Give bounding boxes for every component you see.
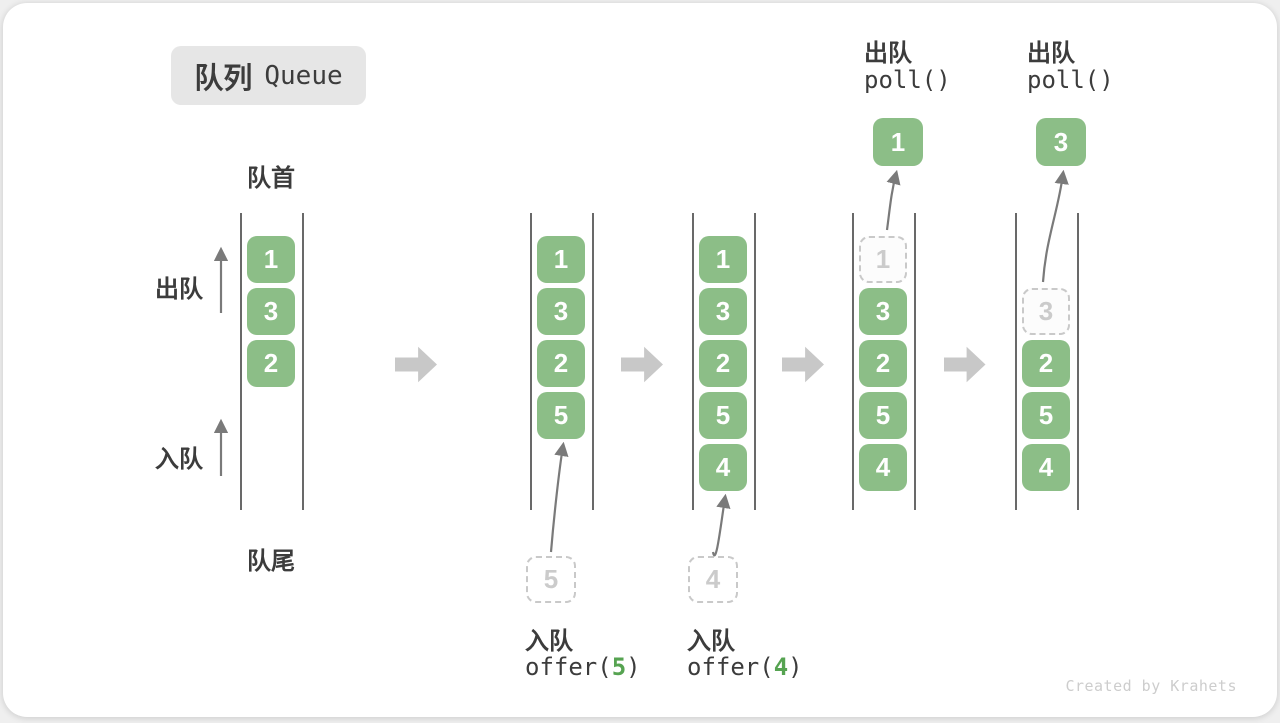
- enqueue-arg: 4: [773, 653, 789, 681]
- dequeue-side-label: 出队: [155, 276, 203, 303]
- enqueue-action-label: 入队: [687, 628, 735, 655]
- dequeue-flow-arrow-icon: [1041, 169, 1069, 283]
- dequeue-action-label: 出队: [1027, 40, 1075, 67]
- enqueue-flow-arrow-icon: [549, 441, 569, 553]
- queue-front-label: 队首: [247, 165, 295, 192]
- queue-wall-right: [914, 213, 916, 510]
- queue-slot: 2: [1022, 340, 1070, 387]
- enqueue-action-label: 入队: [525, 628, 573, 655]
- step-arrow-icon: [782, 346, 824, 383]
- queue-slot: 3: [247, 288, 295, 335]
- queue-wall-right: [302, 213, 304, 510]
- queue-slot: 1: [699, 236, 747, 283]
- pending-value-box: 4: [688, 556, 738, 603]
- enqueue-code-label: offer(4): [687, 653, 803, 681]
- queue-slot-removed: 1: [859, 236, 907, 283]
- queue-rear-label: 队尾: [247, 548, 295, 575]
- queue-slot: 2: [247, 340, 295, 387]
- queue-wall-left: [240, 213, 242, 510]
- queue-slot: 2: [537, 340, 585, 387]
- queue-slot: 5: [1022, 392, 1070, 439]
- step-arrow-icon: [943, 346, 986, 383]
- queue-slot: 3: [699, 288, 747, 335]
- queue-slot: 2: [859, 340, 907, 387]
- queue-slot: 5: [537, 392, 585, 439]
- popped-value-box: 3: [1036, 118, 1086, 166]
- queue-wall-left: [530, 213, 532, 510]
- dequeue-action-label: 出队: [864, 40, 912, 67]
- enqueue-code-label: offer(5): [525, 653, 641, 681]
- enqueue-arg: 5: [611, 653, 627, 681]
- queue-slot: 4: [1022, 444, 1070, 491]
- pending-value-box: 5: [526, 556, 576, 603]
- enqueue-side-label: 入队: [155, 446, 203, 473]
- credit-text: Created by Krahets: [1065, 677, 1237, 695]
- queue-slot-removed: 3: [1022, 288, 1070, 335]
- popped-value-box: 1: [873, 118, 923, 166]
- queue-wall-left: [692, 213, 694, 510]
- queue-slot: 1: [247, 236, 295, 283]
- queue-wall-left: [852, 213, 854, 510]
- queue-wall-right: [1077, 213, 1079, 510]
- dequeue-flow-arrow-icon: [885, 169, 901, 231]
- queue-slot: 2: [699, 340, 747, 387]
- dequeue-code-label: poll(): [1027, 66, 1114, 94]
- queue-slot: 5: [699, 392, 747, 439]
- title-badge: 队列 Queue: [171, 46, 366, 105]
- queue-slot: 3: [537, 288, 585, 335]
- title-en: Queue: [264, 60, 343, 91]
- queue-slot: 4: [699, 444, 747, 491]
- dequeue-code-label: poll(): [864, 66, 951, 94]
- queue-slot: 1: [537, 236, 585, 283]
- enqueue-flow-arrow-icon: [711, 493, 731, 557]
- queue-wall-left: [1015, 213, 1017, 510]
- title-zh: 队列: [194, 62, 253, 95]
- queue-slot: 3: [859, 288, 907, 335]
- queue-slot: 5: [859, 392, 907, 439]
- queue-wall-right: [592, 213, 594, 510]
- queue-wall-right: [754, 213, 756, 510]
- step-arrow-icon: [621, 346, 663, 383]
- queue-slot: 4: [859, 444, 907, 491]
- step-arrow-icon: [395, 346, 437, 383]
